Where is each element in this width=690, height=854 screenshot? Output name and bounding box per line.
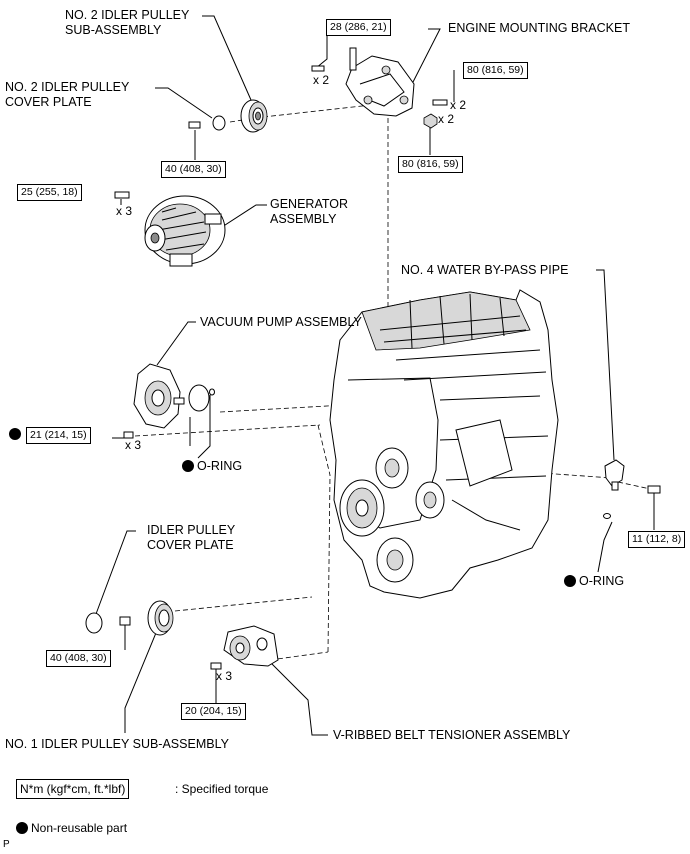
torque-box-idler-cover: 40 (408, 30) <box>46 650 111 667</box>
no2-cover-plate-label-line1: NO. 2 IDLER PULLEY <box>5 80 130 94</box>
legend-nonreusable-text: Non-reusable part <box>31 821 128 835</box>
no2-idler-pulley-label-line2: SUB-ASSEMBLY <box>65 23 162 37</box>
torque-box-tensioner: 20 (204, 15) <box>181 703 246 720</box>
qty-bracket-top: x 2 <box>313 73 330 87</box>
qty-generator: x 3 <box>116 204 133 218</box>
idler-cover-plate-label: IDLER PULLEY COVER PLATE <box>147 523 235 553</box>
nonreusable-icon-vacuum-bolt <box>9 428 21 440</box>
nonreusable-icon <box>16 822 28 834</box>
generator-label-line1: GENERATOR <box>270 197 349 211</box>
vacuum-pump-drawing <box>123 363 215 439</box>
nonreusable-icon <box>182 460 194 472</box>
qty-bracket-right: x 2 <box>450 98 467 112</box>
torque-box-generator: 25 (255, 18) <box>17 184 82 201</box>
qty-vacuum-pump: x 3 <box>125 438 142 452</box>
generator-drawing <box>114 191 226 267</box>
legend-torque-box: N*m (kgf*cm, ft.*lbf) <box>16 779 130 799</box>
no2-cover-plate-label: NO. 2 IDLER PULLEY COVER PLATE <box>5 80 129 110</box>
o-ring-label-right: O-RING <box>564 574 624 589</box>
nonreusable-icon <box>564 575 576 587</box>
torque-box-no2-cover: 40 (408, 30) <box>161 161 226 178</box>
no2-cover-plate-label-line2: COVER PLATE <box>5 95 92 109</box>
no2-idler-pulley-drawing <box>240 99 268 133</box>
torque-box-water-pipe: 11 (112, 8) <box>628 531 686 548</box>
o-ring-label-left: O-RING <box>182 459 242 474</box>
engine-drawing <box>329 289 559 599</box>
torque-box-vacuum-pump: 21 (214, 15) <box>26 427 91 444</box>
no4-water-bypass-pipe-label: NO. 4 WATER BY-PASS PIPE <box>401 263 569 277</box>
qty-bracket-lower: x 2 <box>438 112 455 126</box>
legend-nonreusable: Non-reusable part <box>16 821 127 836</box>
idler-pulley-drawing <box>85 600 174 636</box>
torque-box-bracket-right: 80 (816, 59) <box>463 62 528 79</box>
footer-code: P <box>3 839 10 850</box>
qty-tensioner: x 3 <box>216 669 233 683</box>
tensioner-label: V-RIBBED BELT TENSIONER ASSEMBLY <box>333 728 571 742</box>
engine-mounting-bracket-drawing <box>345 47 415 117</box>
vacuum-pump-label: VACUUM PUMP ASSEMBLY <box>200 315 362 329</box>
o-ring-text-left: O-RING <box>197 459 243 473</box>
leader-lines <box>95 15 655 736</box>
no2-cover-plate-drawing <box>188 115 226 131</box>
no2-idler-pulley-label-line1: NO. 2 IDLER PULLEY <box>65 8 190 22</box>
o-ring-text-right: O-RING <box>579 574 625 588</box>
legend-torque-desc: : Specified torque <box>175 782 269 796</box>
torque-box-bracket-lower: 80 (816, 59) <box>398 156 463 173</box>
idler-cover-plate-label-line2: COVER PLATE <box>147 538 234 552</box>
torque-value-vacuum-pump: 21 (214, 15) <box>30 429 87 441</box>
idler-cover-plate-label-line1: IDLER PULLEY <box>147 523 236 537</box>
water-bypass-pipe-drawing <box>603 459 661 519</box>
generator-label-line2: ASSEMBLY <box>270 212 337 226</box>
no2-idler-pulley-label: NO. 2 IDLER PULLEY SUB-ASSEMBLY <box>65 8 189 38</box>
bracket-bolts <box>311 65 448 129</box>
generator-label: GENERATOR ASSEMBLY <box>270 197 348 227</box>
engine-mounting-bracket-label: ENGINE MOUNTING BRACKET <box>448 21 630 35</box>
torque-box-bracket-top: 28 (286, 21) <box>326 19 391 36</box>
tensioner-drawing <box>210 625 279 670</box>
no1-idler-pulley-label: NO. 1 IDLER PULLEY SUB-ASSEMBLY <box>5 737 229 751</box>
